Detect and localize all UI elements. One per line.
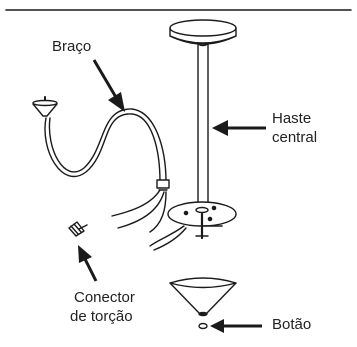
label-arm: Braço (52, 38, 92, 55)
arm-socket-cup (32, 96, 58, 117)
knob-pointer-arrow (210, 319, 262, 333)
arm-end-fitting (156, 179, 170, 191)
plate-screw (195, 212, 223, 240)
ceiling-canopy (169, 19, 237, 45)
connector-pointer-arrow (78, 245, 98, 282)
label-rod-line1: Haste (272, 110, 312, 127)
arm-pointer-arrow (92, 59, 125, 112)
plate-wires (149, 225, 187, 251)
central-rod (197, 42, 209, 204)
arm-wires (111, 189, 167, 233)
gooseneck-arm (44, 108, 167, 183)
label-connector-line2: de torção (70, 308, 133, 325)
label-rod-line2: central (272, 129, 318, 146)
bottom-cone-cap (169, 277, 237, 317)
twist-connector-part (68, 221, 88, 237)
rod-pointer-arrow (212, 120, 266, 136)
label-connector-line1: Conector (74, 289, 135, 306)
label-knob: Botão (272, 316, 312, 333)
knob-part (198, 322, 208, 330)
